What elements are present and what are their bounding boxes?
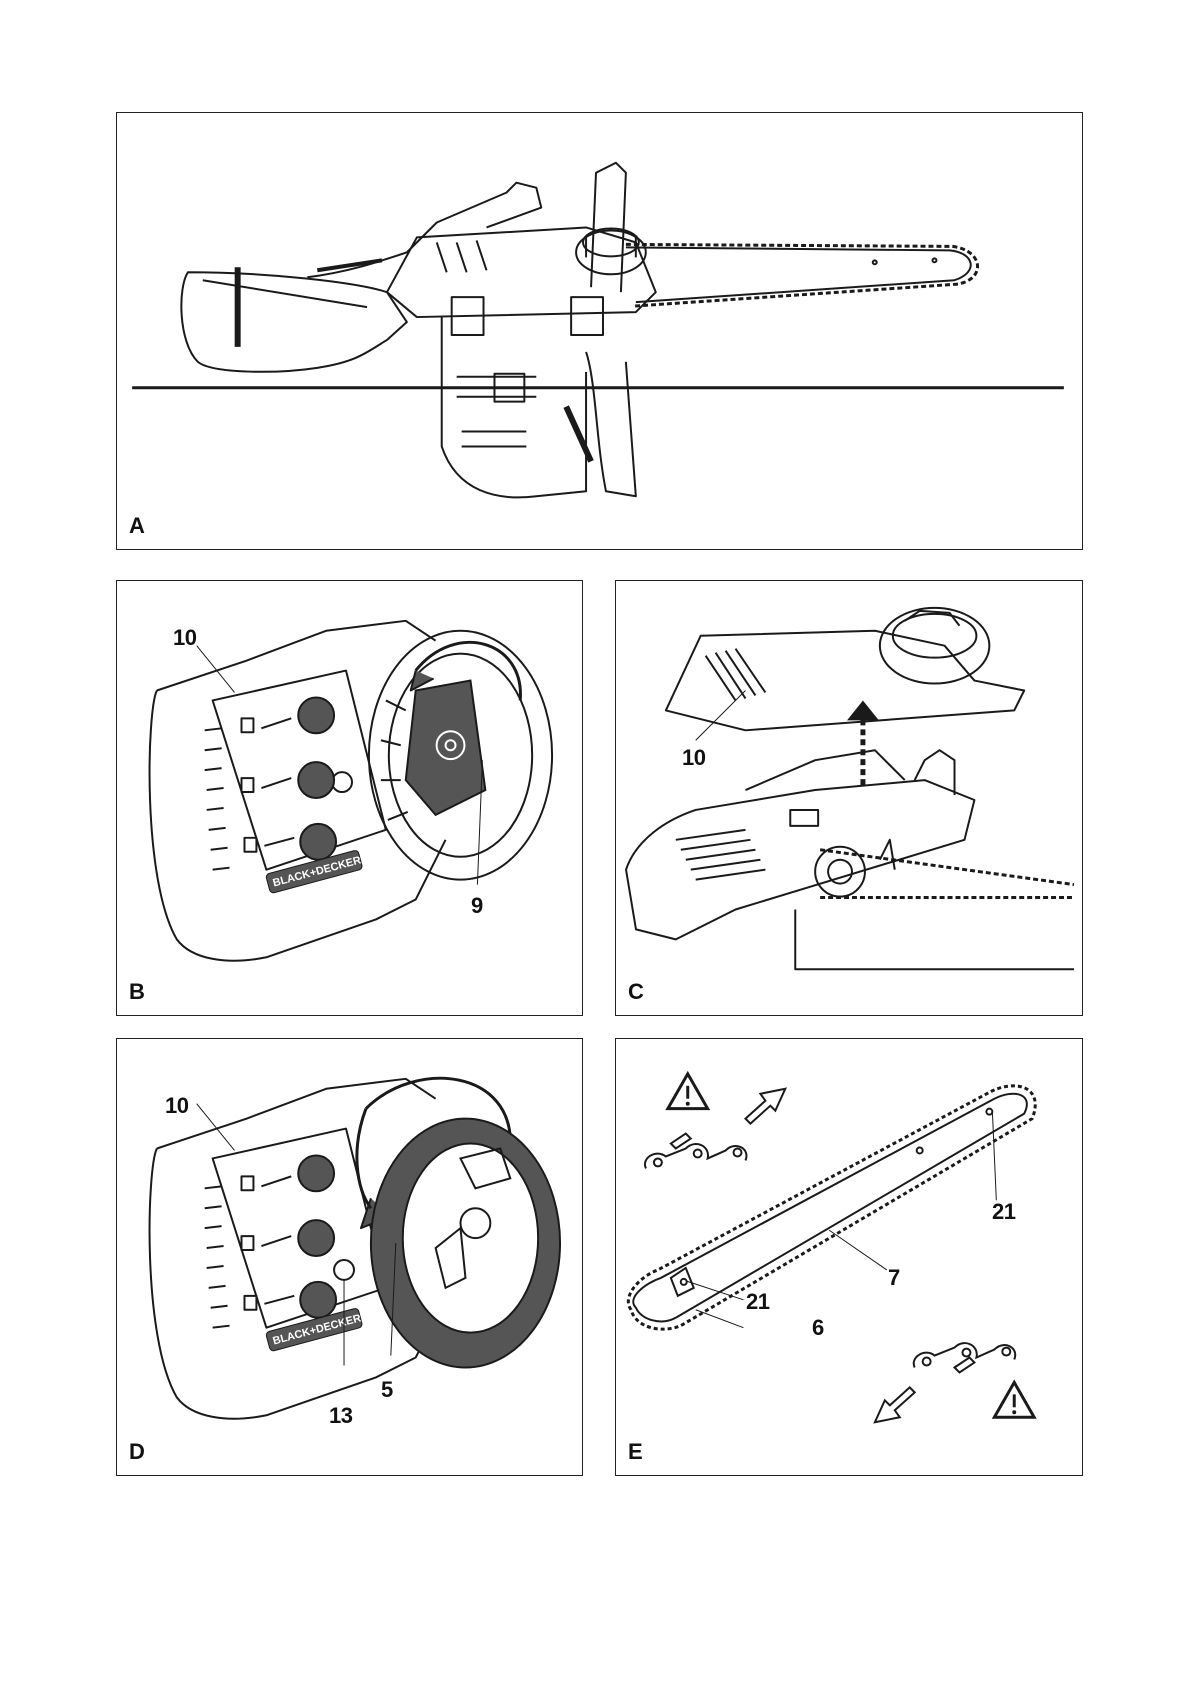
- cover-reinstall-illustration: BLACK+DECKER: [148, 1076, 562, 1420]
- callout-13: 13: [329, 1403, 353, 1428]
- chainsaw-side-view-illustration: [132, 161, 1064, 499]
- panel-label-a: A: [129, 513, 145, 538]
- callout-10: 10: [165, 1093, 189, 1118]
- chain-and-bar-illustration: [627, 1070, 1037, 1424]
- callout-21-nose: 21: [992, 1199, 1016, 1224]
- sprocket-cover-removal-illustration: BLACK+DECKER: [148, 619, 554, 962]
- callout-7: 7: [888, 1265, 900, 1290]
- direction-arrow-icon: [744, 1087, 788, 1125]
- callout-10: 10: [173, 625, 197, 650]
- figure-panel-a: A: [116, 112, 1083, 550]
- panel-label-d: D: [129, 1439, 145, 1464]
- figure-panel-b: BLACK+DECKER 10 9 B: [116, 580, 583, 1016]
- panel-label-e: E: [628, 1439, 643, 1464]
- warning-triangle-icon: [665, 1070, 711, 1111]
- callout-6: 6: [812, 1315, 824, 1340]
- panel-label-c: C: [628, 979, 644, 1004]
- callout-5: 5: [381, 1377, 393, 1402]
- cover-lift-off-illustration: [625, 606, 1075, 971]
- panel-label-b: B: [129, 979, 145, 1004]
- warning-triangle-icon: [991, 1379, 1037, 1419]
- figure-panel-c: 10 C: [615, 580, 1083, 1016]
- callout-21-rear: 21: [746, 1289, 770, 1314]
- figure-panel-e: 21 7 21 6 E: [615, 1038, 1083, 1476]
- direction-arrow-icon: [873, 1386, 917, 1424]
- callout-10: 10: [682, 745, 706, 770]
- figure-panel-d: BLACK+DECKER 10 13 5 D: [116, 1038, 583, 1476]
- callout-9: 9: [471, 893, 483, 918]
